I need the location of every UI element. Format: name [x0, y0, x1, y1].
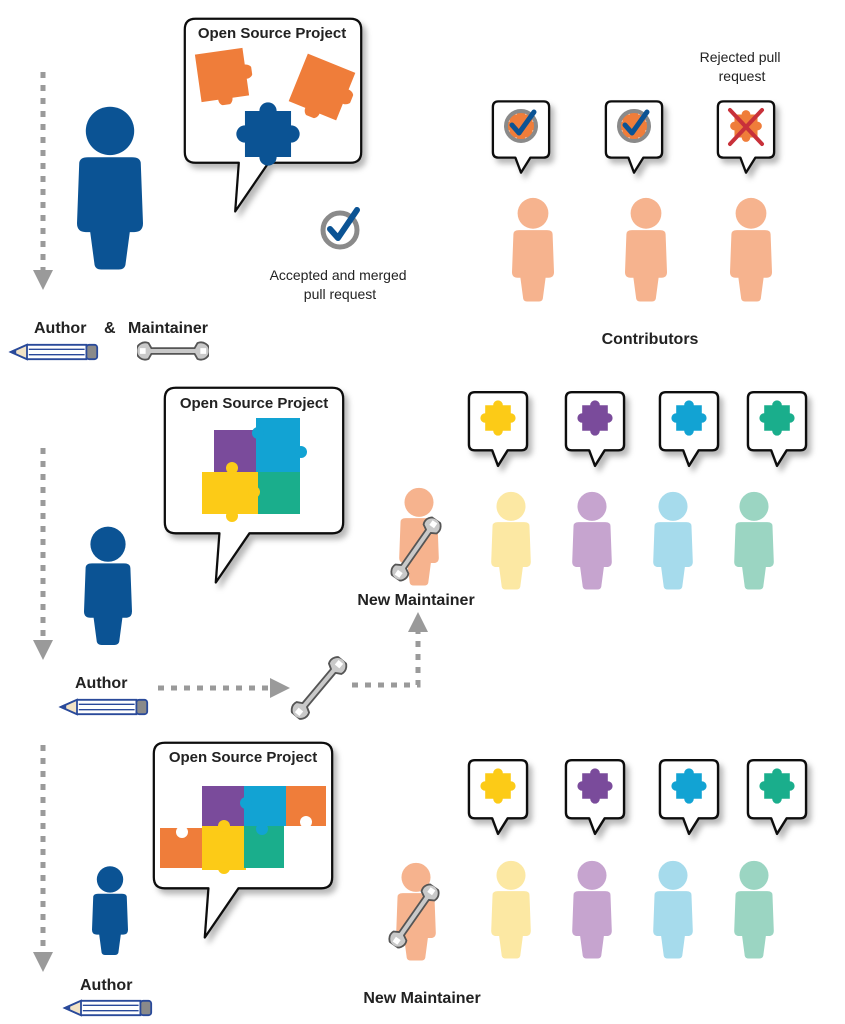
- new-maintainer-label: New Maintainer: [357, 592, 474, 609]
- contributor-person-icon: [625, 197, 667, 302]
- contributor-person-icon: [653, 491, 693, 590]
- wrench-icon: [287, 652, 351, 724]
- panel-author-maintainer: Open Source Project Accepted and merged …: [9, 17, 785, 361]
- accepted-caption: Accepted and merged pull request: [270, 267, 411, 302]
- contributor-purple: [564, 758, 626, 959]
- wrench-icon: [137, 341, 209, 361]
- contributor-green: [734, 758, 808, 959]
- contributor-3: [716, 100, 776, 302]
- contributor-person-icon: [491, 491, 531, 590]
- author-person-icon: [84, 526, 132, 645]
- contributor-person-icon: [572, 491, 612, 590]
- new-maintainer: [387, 487, 445, 586]
- contributor-person-icon: [730, 197, 772, 302]
- ampersand: &: [104, 320, 116, 337]
- author-label: Author: [80, 977, 132, 994]
- puzzle-piece-icon: [577, 400, 613, 436]
- project-title: Open Source Project: [180, 395, 328, 412]
- pencil-icon: [63, 999, 153, 1017]
- approved-piece-icon: [617, 109, 651, 143]
- contributors-label: Contributors: [602, 331, 699, 348]
- contributor-yellow: [467, 390, 531, 590]
- panel-author-steps-back: Open Source Project Author New Maintaine…: [33, 741, 808, 1017]
- author-person-icon: [77, 106, 143, 270]
- pencil-icon: [59, 698, 149, 716]
- puzzle-piece-blue: [236, 102, 300, 166]
- contributor-yellow: [467, 758, 531, 959]
- puzzle-piece-icon: [480, 768, 516, 804]
- handover-arrow-up: [352, 612, 428, 688]
- panel-handover: Open Source Project Author New Maintaine…: [33, 386, 808, 724]
- puzzle-piece-icon: [671, 400, 707, 436]
- author-label: Author: [34, 320, 86, 337]
- assembled-puzzle: [202, 418, 307, 522]
- contributor-2: [604, 100, 667, 302]
- pencil-icon: [9, 343, 99, 361]
- contributor-person-icon: [512, 197, 554, 302]
- puzzle-piece-icon: [759, 400, 795, 436]
- contributor-cyan: [653, 390, 720, 590]
- approved-piece-icon: [504, 109, 538, 143]
- puzzle-piece-icon: [759, 768, 795, 804]
- rejected-caption: Rejected pull request: [700, 49, 785, 84]
- contributor-person-icon: [653, 860, 693, 959]
- maintainer-label: Maintainer: [128, 320, 208, 337]
- puzzle-piece-icon: [671, 768, 707, 804]
- puzzle-piece-icon: [577, 768, 613, 804]
- project-title: Open Source Project: [198, 25, 346, 42]
- new-maintainer: [385, 862, 443, 961]
- author-label: Author: [75, 675, 127, 692]
- new-maintainer-label: New Maintainer: [363, 990, 480, 1007]
- contributor-cyan: [653, 758, 720, 959]
- assembled-puzzle: [160, 786, 326, 874]
- contributor-person-icon: [734, 860, 774, 959]
- contributor-person-icon: [491, 860, 531, 959]
- contributor-purple: [564, 390, 626, 590]
- contributor-person-icon: [734, 491, 774, 590]
- accepted-check-icon: [320, 207, 360, 250]
- contributor-1: [491, 100, 554, 302]
- contributor-person-icon: [572, 860, 612, 959]
- puzzle-piece-icon: [480, 400, 516, 436]
- rejected-piece-icon: [728, 108, 764, 146]
- project-title: Open Source Project: [169, 749, 317, 766]
- contributor-green: [734, 390, 808, 590]
- author-person-icon: [92, 866, 128, 955]
